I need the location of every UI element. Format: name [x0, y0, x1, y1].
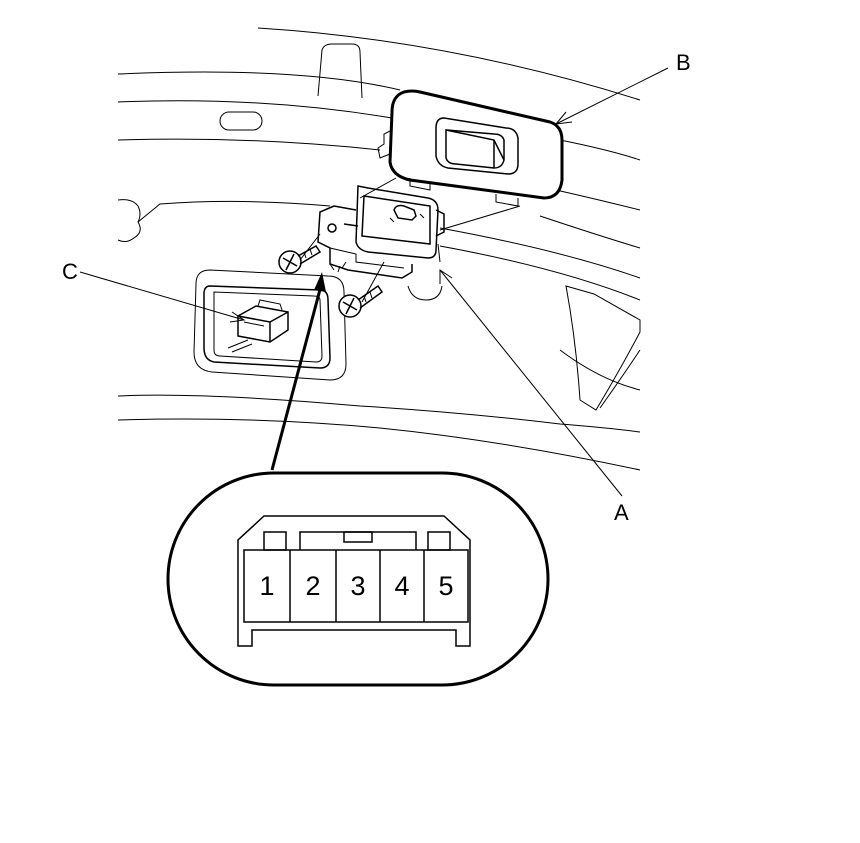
callout-a: A: [614, 500, 629, 525]
lock-tab-right: [427, 531, 451, 551]
pin-2-label: 2: [305, 571, 320, 601]
inset-frame: [166, 471, 550, 687]
assembly-guide-lines: [299, 177, 521, 303]
key-notch: [343, 531, 373, 543]
terminal-block: [243, 549, 469, 623]
lock-tab-left: [263, 531, 287, 551]
leader-lines: [79, 67, 669, 497]
body-panel-outline: [117, 27, 641, 471]
connector-c-opening: [193, 269, 347, 381]
switch-a: [317, 185, 445, 279]
pin-1-label: 1: [259, 571, 274, 601]
connector-detail-inset: 1 2 3 4 5: [166, 471, 550, 687]
connector-c: [237, 299, 289, 343]
pin-4-label: 4: [394, 571, 409, 601]
pin-5-label: 5: [438, 571, 453, 601]
cover-b: [377, 89, 564, 207]
connector-housing: [237, 515, 471, 647]
screw-lower: [338, 284, 384, 318]
pin-3-label: 3: [350, 571, 365, 601]
screw-upper: [278, 245, 322, 274]
callout-c: C: [62, 259, 78, 284]
callout-b: B: [676, 50, 691, 75]
